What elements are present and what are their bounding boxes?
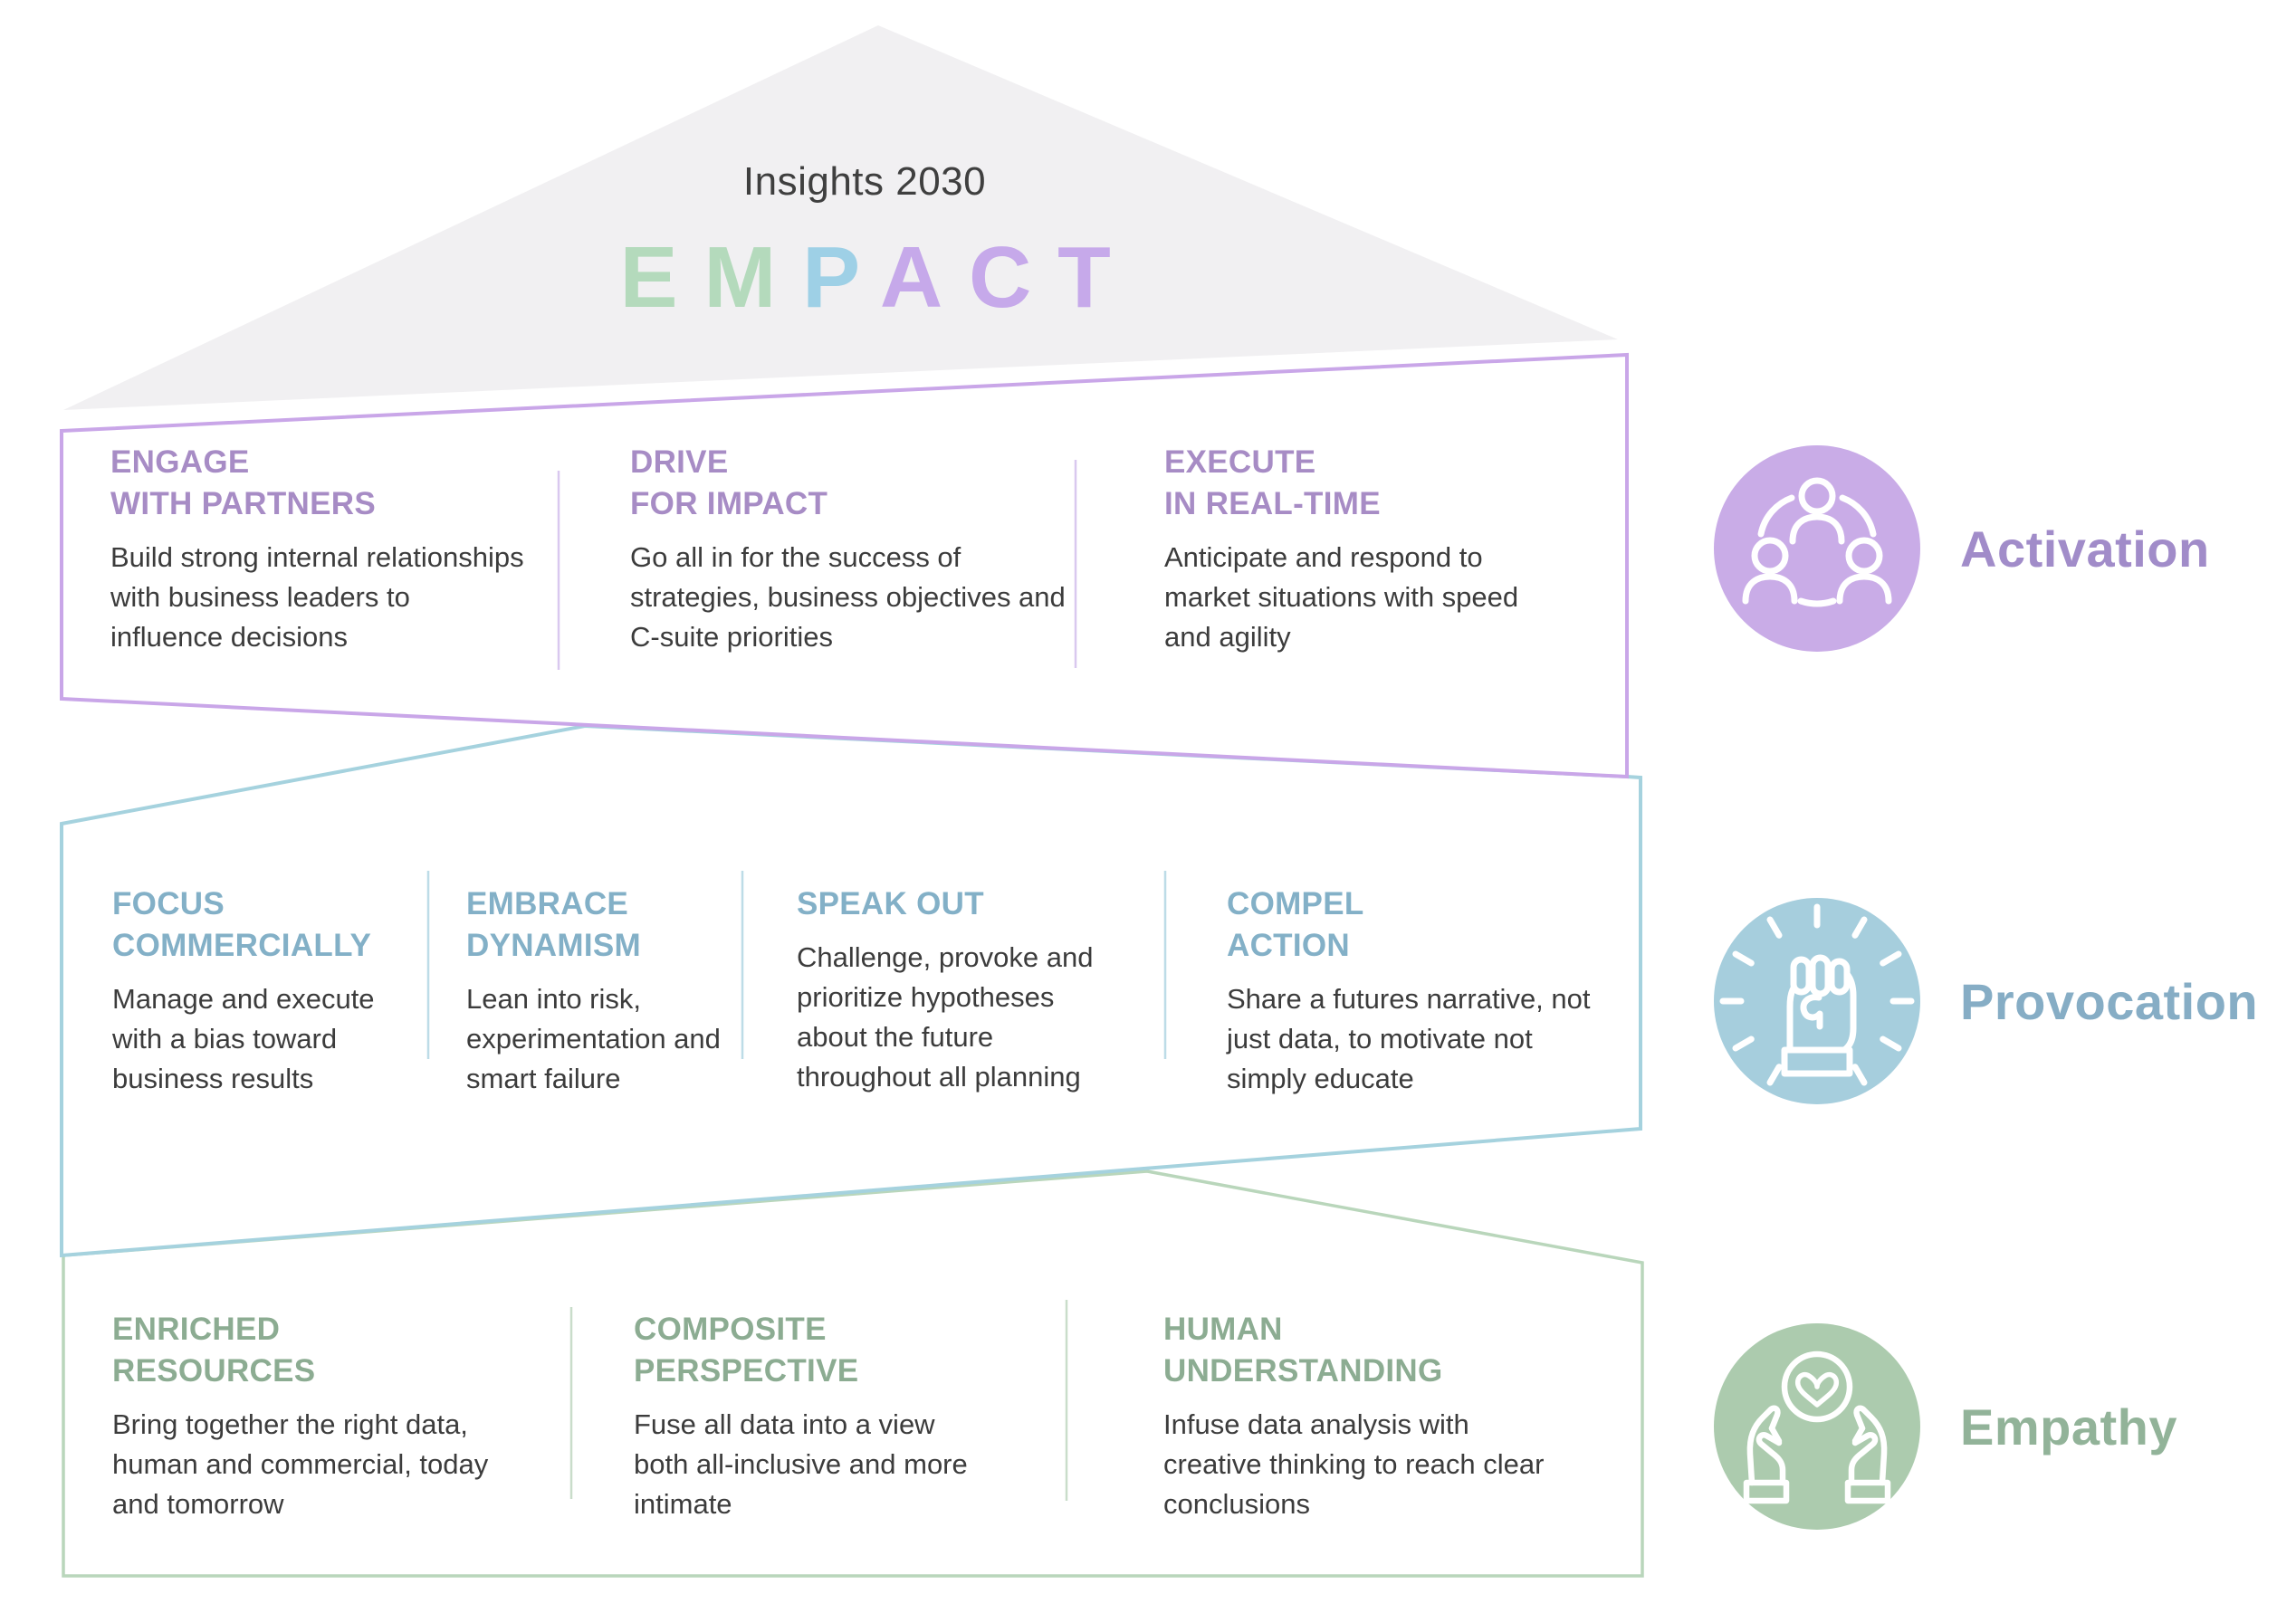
column-heading: ENRICHED RESOURCES <box>112 1312 316 1389</box>
column-heading: EXECUTE IN REAL-TIME <box>1164 444 1381 521</box>
column-embrace-dynamism: EMBRACE DYNAMISM Lean into risk, experim… <box>466 883 770 1099</box>
column-engage-with-partners: ENGAGE WITH PARTNERS Build strong intern… <box>110 442 581 657</box>
provocation-column-dividers <box>426 871 1167 1059</box>
provocation-icon-circle <box>1714 898 1920 1104</box>
empathy-band-outline <box>62 1169 1644 1578</box>
activation-icon-circle <box>1714 445 1920 652</box>
column-heading: EMBRACE DYNAMISM <box>466 886 641 963</box>
hands-heart-icon <box>1743 1351 1920 1504</box>
activation-column-dividers <box>557 460 1077 670</box>
column-heading: DRIVE FOR IMPACT <box>630 444 828 521</box>
column-focus-commercially: FOCUS COMMERCIALLY Manage and execute wi… <box>112 883 425 1099</box>
column-body: Build strong internal relationships with… <box>110 541 524 653</box>
column-heading: FOCUS COMMERCIALLY <box>112 886 372 963</box>
activation-label: Activation <box>1960 520 2210 577</box>
wordmark-part-act: ACT <box>879 229 1137 326</box>
empathy-label: Empathy <box>1960 1398 2177 1456</box>
column-heading: HUMAN UNDERSTANDING <box>1163 1312 1443 1389</box>
column-human-understanding: HUMAN UNDERSTANDING Infuse data analysis… <box>1163 1309 1607 1524</box>
provocation-label: Provocation <box>1960 972 2259 1030</box>
provocation-rail: Provocation <box>1714 898 2258 1104</box>
empathy-icon-circle <box>1714 1323 1920 1530</box>
empathy-rail: Empathy <box>1714 1323 2177 1530</box>
column-speak-out: SPEAK OUT Challenge, provoke and priorit… <box>797 883 1154 1097</box>
column-body: Fuse all data into a view both all-inclu… <box>634 1408 968 1520</box>
column-body: Bring together the right data, human and… <box>112 1408 489 1520</box>
activation-band-outline <box>60 352 1629 779</box>
column-composite-perspective: COMPOSITE PERSPECTIVE Fuse all data into… <box>634 1309 1055 1524</box>
people-network-icon <box>1742 477 1892 607</box>
column-drive-for-impact: DRIVE FOR IMPACT Go all in for the succe… <box>630 442 1124 657</box>
wordmark-part-em: EM <box>619 229 803 326</box>
eyebrow-title: Insights 2030 <box>742 159 987 204</box>
column-body: Share a futures narrative, not just data… <box>1227 983 1591 1094</box>
column-heading: COMPEL ACTION <box>1227 886 1364 963</box>
column-body: Go all in for the success of strategies,… <box>630 541 1066 653</box>
wordmark-part-p: P <box>802 229 880 326</box>
column-heading: COMPOSITE PERSPECTIVE <box>634 1312 859 1389</box>
column-body: Lean into risk, experimentation and smar… <box>466 983 721 1094</box>
column-body: Challenge, provoke and prioritize hypoth… <box>797 941 1094 1093</box>
empact-wordmark: EMPACT <box>0 228 1756 328</box>
column-compel-action: COMPEL ACTION Share a futures narrative,… <box>1227 883 1630 1099</box>
column-heading: SPEAK OUT <box>797 886 984 921</box>
column-body: Manage and execute with a bias toward bu… <box>112 983 375 1094</box>
column-body: Anticipate and respond to market situati… <box>1164 541 1519 653</box>
empathy-column-dividers <box>569 1300 1068 1501</box>
column-body: Infuse data analysis with creative think… <box>1163 1408 1545 1520</box>
activation-rail: Activation <box>1714 445 2210 652</box>
roof-triangle <box>63 25 1618 410</box>
raised-fist-icon <box>1719 903 1915 1086</box>
column-heading: ENGAGE WITH PARTNERS <box>110 444 376 521</box>
column-enriched-resources: ENRICHED RESOURCES Bring together the ri… <box>112 1309 560 1524</box>
column-execute-in-real-time: EXECUTE IN REAL-TIME Anticipate and resp… <box>1164 442 1590 657</box>
